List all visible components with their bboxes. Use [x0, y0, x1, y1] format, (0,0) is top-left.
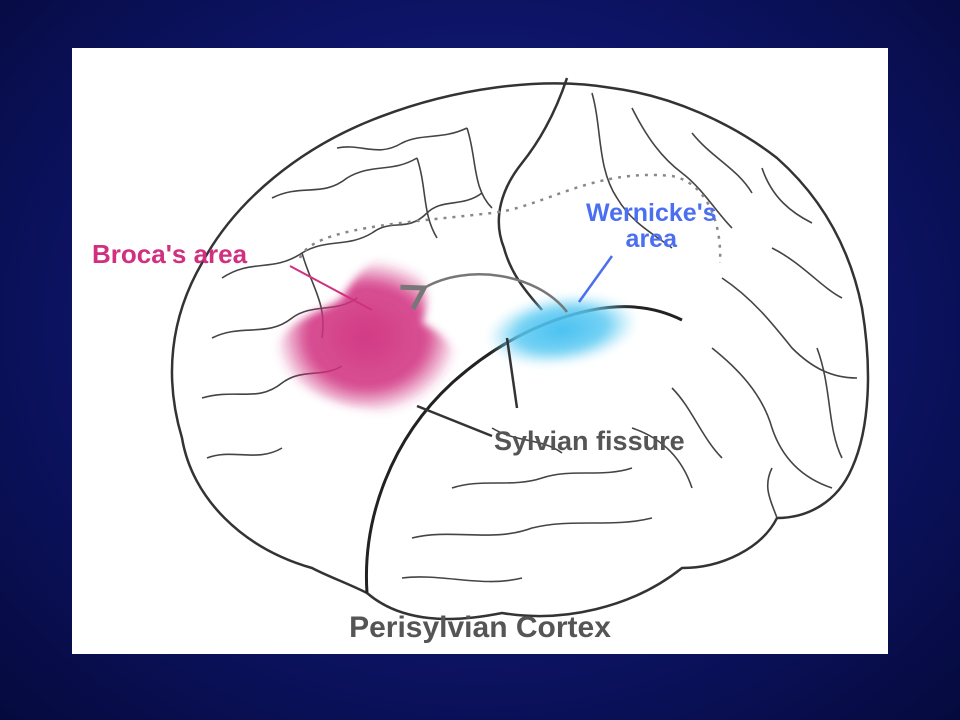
wernicke-label: Wernicke's area [586, 200, 717, 253]
temporal-lobe-outline [364, 305, 683, 594]
broca-label: Broca's area [92, 239, 248, 269]
wernicke-label-line2: area [625, 225, 677, 254]
wernicke-region [486, 293, 638, 367]
central-sulcus [497, 77, 569, 311]
sylvian-pointer-2 [505, 337, 519, 409]
wernicke-pointer [577, 255, 614, 303]
connection-arrow [400, 273, 568, 313]
diagram-panel: Broca's area Wernicke's area Sylvian fis… [72, 48, 888, 654]
arcuate-fasciculus [298, 173, 722, 264]
broca-pointer [289, 265, 373, 311]
sylvian-fissure-label: Sylvian fissure [494, 426, 685, 456]
sylvian-pointer-1 [416, 404, 493, 438]
diagram-caption: Perisylvian Cortex [349, 611, 611, 644]
brain-illustration [170, 77, 870, 621]
wernicke-label-line1: Wernicke's [586, 199, 717, 227]
